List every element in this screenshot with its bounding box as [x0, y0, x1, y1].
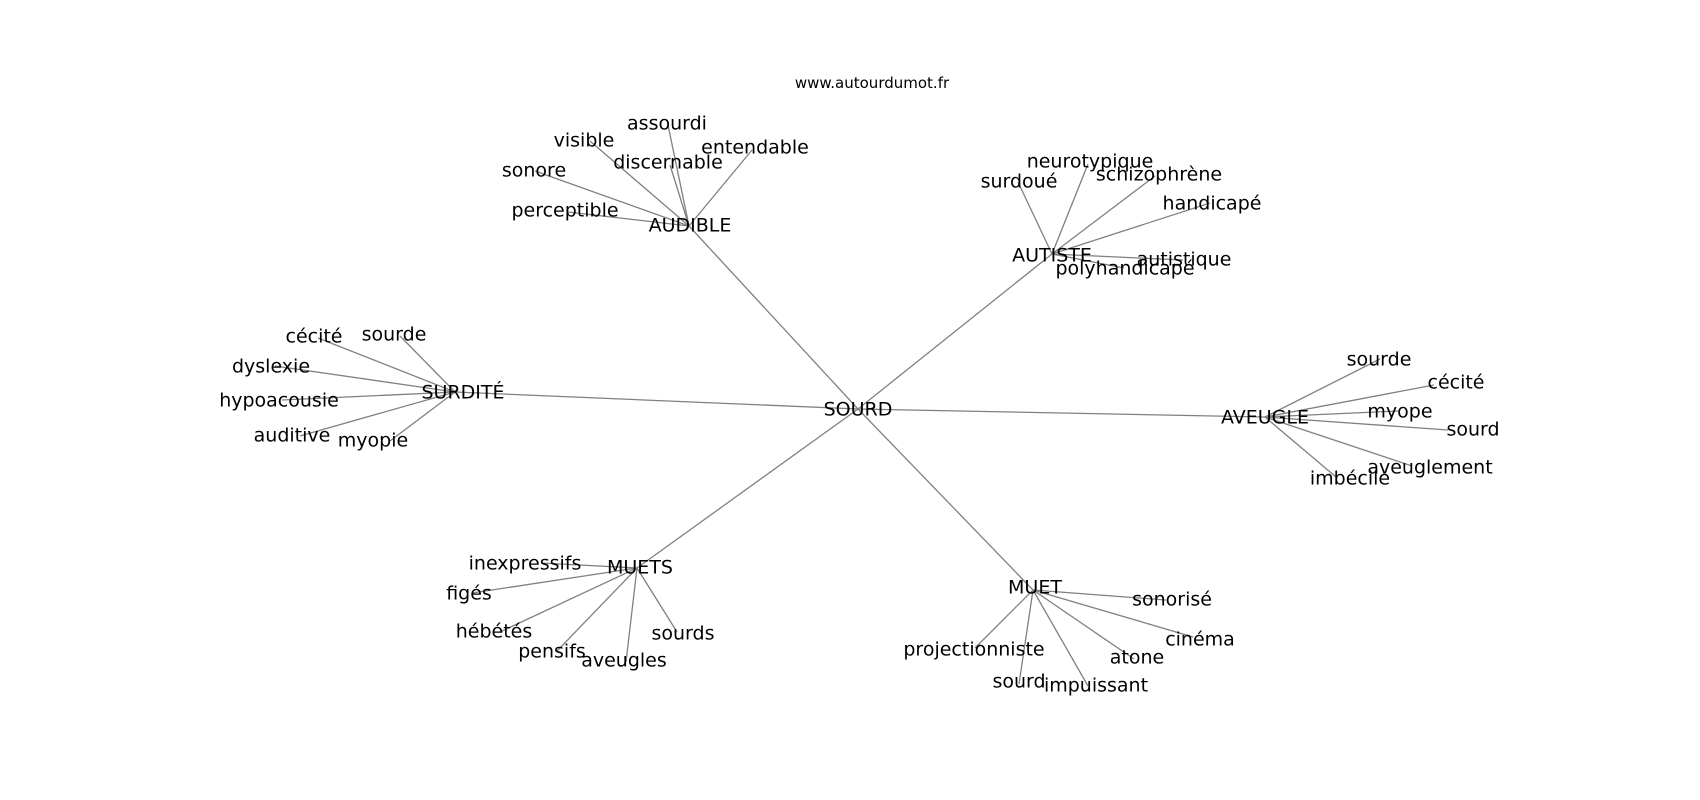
word-node-muets-1[interactable]: figés	[446, 583, 492, 605]
word-node-surdite-5[interactable]: myopie	[338, 430, 408, 452]
word-node-muet-1[interactable]: cinéma	[1165, 629, 1235, 651]
graph-edges	[274, 124, 1449, 687]
edge-surdite-2	[274, 365, 456, 393]
word-node-aveugle-1[interactable]: cécité	[1428, 372, 1485, 394]
hub-node-muet[interactable]: MUET	[1008, 577, 1062, 599]
edge-audible-5	[567, 211, 690, 227]
edge-surdite-3	[281, 391, 456, 401]
hub-node-aveugle[interactable]: AVEUGLE	[1221, 407, 1309, 429]
word-node-audible-2[interactable]: entendable	[701, 137, 809, 159]
edge-muet-4	[1018, 589, 1034, 685]
edge-surdite-5	[389, 391, 456, 442]
edge-audible-2	[688, 149, 753, 227]
graph-labels: SOURD assourdi visible entendablediscernabl…	[219, 113, 1499, 697]
edge-autiste-5	[1051, 253, 1125, 269]
word-node-aveugle-4[interactable]: aveuglement	[1367, 457, 1492, 479]
edge-autiste-4	[1051, 253, 1184, 261]
hub-node-audible[interactable]: AUDIBLE	[649, 215, 732, 237]
edge-aveugle-0	[1264, 358, 1381, 418]
edge-aveugle-5	[1264, 416, 1337, 478]
edge-surdite-0	[317, 337, 456, 393]
edge-aveugle-1	[1264, 384, 1435, 418]
word-node-muet-2[interactable]: projectionniste	[903, 639, 1044, 661]
word-node-aveugle-5[interactable]: imbécile	[1310, 468, 1390, 490]
word-node-surdite-4[interactable]: auditive	[254, 425, 331, 447]
word-node-surdite-2[interactable]: dyslexie	[232, 356, 310, 378]
word-node-autiste-4[interactable]: autistique	[1137, 249, 1232, 271]
edge-center-audible	[688, 225, 859, 410]
center-node-label[interactable]: SOURD	[824, 399, 893, 421]
word-node-muet-5[interactable]: impuissant	[1044, 675, 1148, 697]
edge-aveugle-2	[1264, 410, 1399, 418]
edge-muet-1	[1032, 589, 1194, 638]
word-node-muets-2[interactable]: hébétés	[456, 621, 533, 643]
word-node-aveugle-3[interactable]: sourd	[1446, 419, 1499, 441]
edge-muets-1	[471, 567, 638, 594]
word-node-autiste-3[interactable]: handicapé	[1163, 193, 1262, 215]
word-node-muet-4[interactable]: sourd	[992, 671, 1045, 693]
edge-audible-3	[669, 164, 690, 227]
word-node-surdite-1[interactable]: sourde	[362, 324, 427, 346]
edge-center-aveugle	[857, 408, 1266, 418]
hub-node-muets[interactable]: MUETS	[607, 557, 673, 579]
word-node-autiste-1[interactable]: surdoué	[981, 171, 1058, 193]
word-node-muets-5[interactable]: sourds	[651, 623, 714, 645]
edge-muets-5	[636, 567, 678, 633]
edge-muets-4	[625, 567, 638, 663]
word-node-surdite-3[interactable]: hypoacousie	[219, 390, 339, 412]
word-node-audible-0[interactable]: assourdi	[627, 113, 707, 135]
edge-center-autiste	[857, 253, 1053, 410]
edge-audible-0	[667, 124, 690, 227]
edge-muet-5	[1032, 589, 1089, 687]
edge-autiste-1	[1017, 181, 1053, 255]
word-node-audible-5[interactable]: perceptible	[511, 200, 618, 222]
source-watermark: www.autourdumot.fr	[795, 74, 950, 92]
word-node-surdite-0[interactable]: cécité	[286, 326, 343, 348]
edge-surdite-1	[399, 335, 456, 393]
edge-audible-1	[589, 140, 690, 227]
word-node-autiste-2[interactable]: schizophrène	[1096, 164, 1222, 186]
edge-autiste-0	[1051, 163, 1089, 255]
hub-node-surdite[interactable]: SURDITÉ	[421, 381, 504, 404]
edge-muets-3	[556, 567, 638, 652]
edge-surdite-4	[299, 391, 456, 437]
word-node-muet-3[interactable]: atone	[1110, 647, 1164, 669]
edge-aveugle-3	[1264, 416, 1449, 431]
edge-aveugle-4	[1264, 416, 1413, 467]
edge-muet-2	[974, 589, 1034, 649]
edge-center-surdite	[454, 391, 859, 410]
word-node-muets-3[interactable]: pensifs	[518, 641, 586, 663]
word-node-aveugle-0[interactable]: sourde	[1347, 349, 1412, 371]
word-node-muets-4[interactable]: aveugles	[581, 650, 667, 672]
word-node-aveugle-2[interactable]: myope	[1367, 401, 1432, 423]
edge-muet-0	[1032, 589, 1167, 601]
edge-muet-3	[1032, 589, 1135, 660]
word-node-autiste-5[interactable]: polyhandicapé	[1055, 258, 1194, 280]
word-node-muet-0[interactable]: sonorisé	[1132, 589, 1212, 611]
word-node-muets-0[interactable]: inexpressifs	[469, 553, 582, 575]
edge-autiste-3	[1051, 202, 1211, 255]
word-node-audible-4[interactable]: sonore	[502, 160, 566, 182]
hub-node-autiste[interactable]: AUTISTE	[1012, 245, 1092, 267]
edge-muets-2	[499, 567, 638, 633]
word-node-audible-3[interactable]: discernable	[613, 152, 723, 174]
edge-center-muets	[636, 408, 859, 569]
edge-muets-0	[540, 562, 638, 569]
word-node-audible-1[interactable]: visible	[554, 130, 615, 152]
edge-center-muet	[857, 408, 1034, 591]
edge-audible-4	[534, 170, 690, 227]
word-node-autiste-0[interactable]: neurotypique	[1027, 151, 1154, 173]
edge-autiste-2	[1051, 175, 1156, 255]
